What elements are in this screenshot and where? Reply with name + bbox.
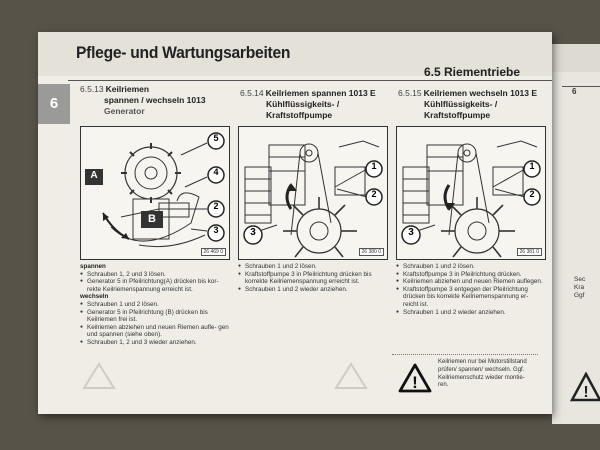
next-page-warning-icon: ! xyxy=(570,372,600,402)
pump-illustration-tension xyxy=(243,140,383,258)
col1-step: Schrauben 1, 2 und 3 lösen. xyxy=(80,271,230,279)
col3-step: Kraftstoffpumpe 3 in Pfeilrichtung drück… xyxy=(396,271,544,279)
col2-title-line2: Kühlflüssigkeits- / xyxy=(266,99,340,109)
callout-B: B xyxy=(148,213,156,225)
generator-illustration xyxy=(85,132,225,248)
col1-step: Schrauben 1, 2 und 3 wieder anziehen. xyxy=(80,339,230,347)
col2-step: Schrauben 1 und 2 lösen. xyxy=(238,263,388,271)
callout-3: 3 xyxy=(408,227,414,238)
next-page-line: Ggf xyxy=(574,292,585,299)
next-page-line: Kra xyxy=(574,284,585,291)
col3-step: Kraftstoffpumpe 3 entgegen der Pfeilrich… xyxy=(396,286,544,309)
col2-step: Schrauben 1 und 2 wieder anziehen. xyxy=(238,286,388,294)
col1-step: Generator 5 in Pfeilrichtung (B) drücken… xyxy=(80,309,230,324)
page-header: Pflege- und Wartungsarbeiten 6.5 Riement… xyxy=(38,32,552,79)
col3-figure: 1 2 3 26 381 0 xyxy=(396,126,546,260)
col3-step: Keilriemen abziehen und neuen Riemen auf… xyxy=(396,278,544,286)
svg-text:!: ! xyxy=(412,373,418,392)
next-page-line: Sec xyxy=(574,276,586,283)
col1-number: 6.5.13 xyxy=(80,84,104,94)
col3-number: 6.5.15 xyxy=(398,88,422,98)
col3-step: Schrauben 1 und 2 wieder anziehen. xyxy=(396,309,544,317)
callout-2: 2 xyxy=(213,201,219,211)
header-rule xyxy=(68,80,552,81)
svg-text:!: ! xyxy=(583,384,588,401)
col3-step: Schrauben 1 und 2 lösen. xyxy=(396,263,544,271)
page-title: Pflege- und Wartungsarbeiten xyxy=(76,43,291,62)
next-page-tab: 6 xyxy=(572,87,577,96)
col2-title-line1: Keilriemen spannen 1013 E xyxy=(265,88,376,98)
col1-figure-code: 26 469 0 xyxy=(200,248,226,256)
callout-5: 5 xyxy=(213,133,219,143)
col1-step: Schrauben 1 und 2 lösen. xyxy=(80,301,230,309)
manual-page: Pflege- und Wartungsarbeiten 6.5 Riement… xyxy=(38,32,552,414)
next-page-edge: 6 Sec Kra Ggf ! xyxy=(552,44,600,424)
callout-2: 2 xyxy=(371,189,377,199)
col1-title-line3: Generator xyxy=(104,106,145,116)
pump-illustration-change xyxy=(401,140,541,258)
callout-A: A xyxy=(90,170,98,181)
col3-title-line1: Keilriemen wechseln 1013 E xyxy=(423,88,538,98)
col1-heading-spannen: spannen xyxy=(80,263,106,270)
section-title: 6.5 Riementriebe xyxy=(424,65,521,79)
warning-note: ! Keilriemen nur bei Motorstillstand prü… xyxy=(392,354,538,403)
callout-3: 3 xyxy=(250,227,256,238)
col1-instructions: spannen Schrauben 1, 2 und 3 lösen. Gene… xyxy=(80,263,230,347)
next-page-header-band xyxy=(552,44,600,72)
warning-triangle-icon: ! xyxy=(398,363,432,393)
next-page-text: Sec Kra Ggf xyxy=(574,276,585,300)
chapter-tab: 6 xyxy=(38,84,70,124)
faint-warning-icon xyxy=(334,362,368,389)
col3-title-line2: Kühlflüssigkeits- / xyxy=(424,99,498,109)
col2-step: Kraftstoffpumpe 3 in Pfeilrichtung drück… xyxy=(238,271,388,286)
faint-warning-icon xyxy=(82,362,116,389)
col2-instructions: Schrauben 1 und 2 lösen. Kraftstoffpumpe… xyxy=(238,263,388,293)
col1-figure: A B 5 4 2 3 26 469 0 xyxy=(80,126,230,260)
callout-2: 2 xyxy=(529,189,535,199)
col1-title-line2: spannen / wechseln 1013 xyxy=(104,95,206,105)
col1-title-line1: Keilriemen xyxy=(105,84,150,94)
warning-text: Keilriemen nur bei Motorstillstand prüfe… xyxy=(438,359,527,389)
col3-figure-code: 26 381 0 xyxy=(516,248,542,256)
next-page-rule xyxy=(562,86,600,87)
col3-title-line3: Kraftstoffpumpe xyxy=(424,110,491,120)
callout-4: 4 xyxy=(213,167,219,177)
col3-instructions: Schrauben 1 und 2 lösen. Kraftstoffpumpe… xyxy=(396,263,544,316)
col2-figure: 1 2 3 26 380 0 xyxy=(238,126,388,260)
callout-1: 1 xyxy=(371,161,377,171)
col2-number: 6.5.14 xyxy=(240,88,264,98)
col2-figure-code: 26 380 0 xyxy=(358,248,384,256)
col2-title-line3: Kraftstoffpumpe xyxy=(266,110,333,120)
col1-step: Generator 5 in Pfeilrichtung(A) drücken … xyxy=(80,278,230,293)
callout-1: 1 xyxy=(529,161,535,171)
col1-step: Keilriemen abziehen und neuen Riemen auf… xyxy=(80,324,230,339)
col1-heading-wechseln: wechseln xyxy=(80,293,109,301)
callout-3: 3 xyxy=(213,225,219,235)
